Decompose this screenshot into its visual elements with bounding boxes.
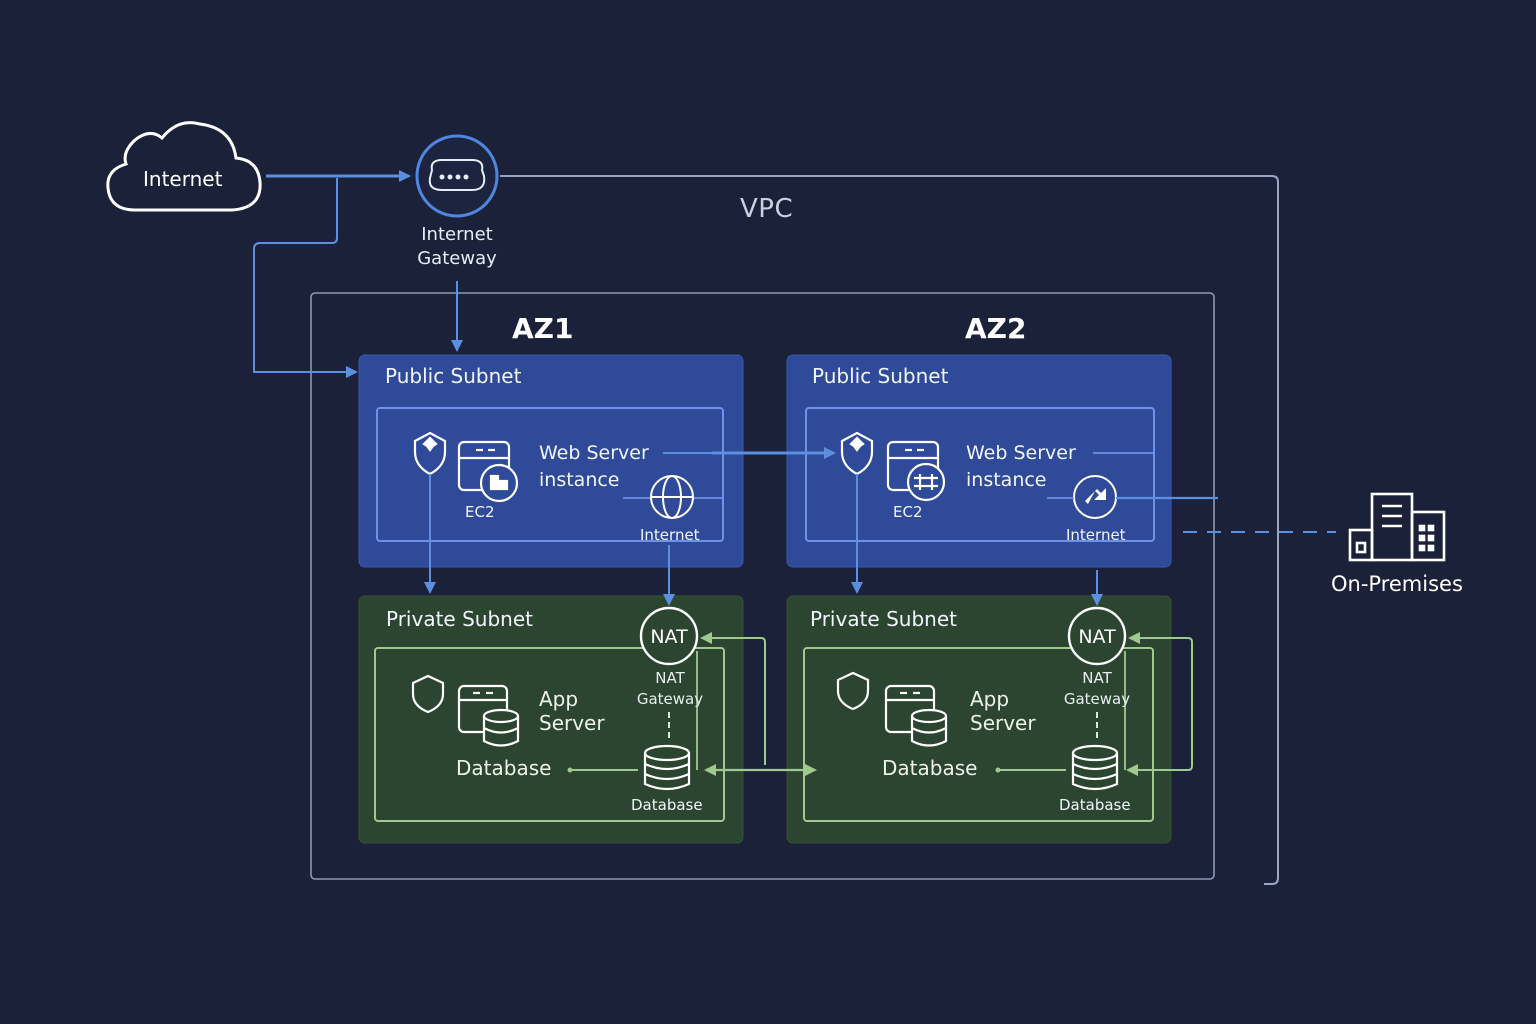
az2-app-server-line2: Server bbox=[970, 711, 1036, 735]
az2-private-subnet bbox=[786, 595, 1172, 844]
az2-private-inner-box bbox=[803, 647, 1154, 822]
az1-nat-gateway-line2: Gateway bbox=[636, 690, 704, 708]
az1-app-server-line1: App bbox=[539, 687, 579, 711]
internet-to-public-subnet-route bbox=[253, 178, 358, 378]
az-container bbox=[310, 292, 1215, 880]
az1-nat-gateway-label: NAT Gateway bbox=[630, 668, 710, 710]
az1-database-icon bbox=[643, 744, 691, 791]
az1-app-server-icon bbox=[457, 684, 520, 747]
az2-nat-gateway-line1: NAT bbox=[1082, 669, 1112, 687]
az1-database-icon-label: Database bbox=[631, 796, 703, 814]
az1-internet-globe-icon bbox=[650, 475, 694, 519]
internet-cloud-icon bbox=[106, 121, 262, 212]
internet-gateway-line1: Internet bbox=[421, 224, 493, 245]
az2-public-subnet-title: Public Subnet bbox=[812, 364, 949, 388]
internet-gateway-icon bbox=[415, 134, 499, 218]
az1-web-server-line1: Web Server bbox=[539, 442, 649, 464]
az2-ec2-label: EC2 bbox=[893, 503, 923, 521]
az1-db-link-dot bbox=[567, 767, 573, 773]
az2-app-server-label: App Server bbox=[970, 687, 1036, 735]
on-premises-building-icon bbox=[1348, 492, 1446, 562]
az1-ec2-label: EC2 bbox=[465, 503, 495, 521]
az1-public-subnet-title: Public Subnet bbox=[385, 364, 522, 388]
az2-database-icon-label: Database bbox=[1059, 796, 1131, 814]
az2-label: AZ2 bbox=[965, 312, 1027, 345]
az2-internet-label: Internet bbox=[1066, 526, 1126, 544]
internet-gateway-line2: Gateway bbox=[417, 248, 497, 269]
az1-nat-return-loop bbox=[700, 632, 766, 765]
on-premises-label: On-Premises bbox=[1331, 572, 1463, 596]
az1-private-subnet bbox=[358, 595, 744, 844]
az1-private-subnet-title: Private Subnet bbox=[386, 607, 533, 631]
az2-ec2-server-icon bbox=[886, 440, 946, 502]
az1-nat-circle-text: NAT bbox=[650, 626, 688, 648]
az2-nat-return-loop bbox=[1128, 632, 1193, 771]
az2-app-server-icon bbox=[884, 684, 948, 747]
az2-nat-circle-icon: NAT bbox=[1067, 606, 1127, 666]
vpc-boundary bbox=[500, 175, 1279, 885]
az2-db-link-dot bbox=[995, 767, 1001, 773]
az1-app-server-line2: Server bbox=[539, 711, 605, 735]
az1-nat-gateway-line1: NAT bbox=[655, 669, 685, 687]
az2-app-server-line1: App bbox=[970, 687, 1010, 711]
vpc-label: VPC bbox=[740, 194, 794, 224]
az1-database-label: Database bbox=[456, 756, 552, 780]
az2-private-subnet-title: Private Subnet bbox=[810, 607, 957, 631]
az2-web-server-line1: Web Server bbox=[966, 442, 1076, 464]
az2-database-label: Database bbox=[882, 756, 978, 780]
internet-gateway-label: Internet Gateway bbox=[407, 223, 507, 271]
az1-security-shield-icon bbox=[413, 431, 447, 476]
az2-database-icon bbox=[1071, 744, 1119, 791]
az2-internet-route-icon bbox=[1073, 475, 1117, 519]
az1-web-server-label: Web Server instance bbox=[539, 440, 649, 494]
az2-private-shield-icon bbox=[836, 671, 870, 711]
az1-internet-label: Internet bbox=[640, 526, 700, 544]
az2-web-server-line2: instance bbox=[966, 469, 1047, 491]
az2-nat-gateway-label: NAT Gateway bbox=[1057, 668, 1137, 710]
az1-label: AZ1 bbox=[512, 312, 574, 345]
az2-web-server-label: Web Server instance bbox=[966, 440, 1076, 494]
az1-app-server-label: App Server bbox=[539, 687, 605, 735]
az1-private-inner-box bbox=[374, 647, 725, 822]
az2-nat-circle-text: NAT bbox=[1078, 626, 1116, 648]
az1-nat-circle-icon: NAT bbox=[639, 606, 699, 666]
az2-security-shield-icon bbox=[840, 431, 874, 476]
internet-label: Internet bbox=[143, 167, 223, 191]
az1-ec2-server-icon bbox=[457, 440, 519, 503]
az1-private-shield-icon bbox=[411, 674, 445, 714]
az2-nat-gateway-line2: Gateway bbox=[1063, 690, 1131, 708]
az1-web-server-line2: instance bbox=[539, 469, 620, 491]
az2-web-link-stub bbox=[1093, 452, 1155, 492]
